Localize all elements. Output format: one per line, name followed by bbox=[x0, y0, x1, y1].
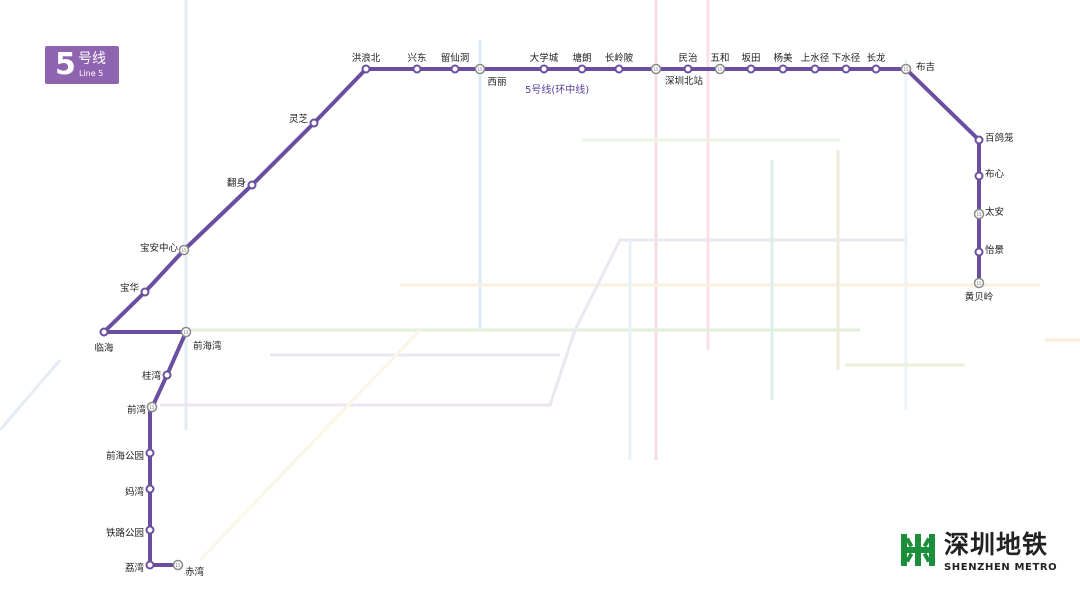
line-name: 号线 bbox=[78, 51, 106, 67]
station-label: 临海 bbox=[94, 342, 114, 354]
station-label: 怡景 bbox=[985, 244, 1004, 256]
station-label: 荔湾 bbox=[125, 562, 145, 574]
station-marker bbox=[974, 135, 984, 145]
station-marker bbox=[172, 559, 184, 571]
station-marker bbox=[145, 560, 155, 570]
station-marker bbox=[180, 326, 192, 338]
station-label: 长岭陂 bbox=[605, 52, 634, 64]
transfer-mark: 15 bbox=[653, 67, 659, 72]
logo-chinese: 深圳地铁 bbox=[944, 530, 1049, 559]
transfer-mark: 15 bbox=[717, 67, 723, 72]
station-label: 上水径 bbox=[801, 52, 830, 64]
station-label: 兴东 bbox=[407, 52, 426, 64]
station-marker bbox=[614, 64, 624, 74]
station-label: 赤湾 bbox=[185, 566, 205, 578]
station-label: 长龙 bbox=[866, 52, 886, 64]
station-marker bbox=[361, 64, 371, 74]
station-label: 留仙洞 bbox=[441, 52, 470, 64]
station-label: 布心 bbox=[985, 168, 1005, 180]
line-5-label: 5号线(环中线) bbox=[525, 83, 589, 96]
station-marker bbox=[683, 64, 693, 74]
station-label: 前湾 bbox=[127, 404, 147, 416]
station-label: 宝安中心 bbox=[140, 242, 179, 254]
station-label: 下水径 bbox=[832, 52, 861, 64]
station-marker bbox=[810, 64, 820, 74]
station-marker bbox=[162, 370, 172, 380]
station-marker bbox=[178, 244, 190, 256]
logo-english: SHENZHEN METRO bbox=[944, 562, 1058, 573]
station-label: 洪浪北 bbox=[352, 52, 381, 64]
transfer-mark: 15 bbox=[175, 563, 181, 568]
transfer-mark: 15 bbox=[903, 67, 909, 72]
station-marker bbox=[145, 484, 155, 494]
line-english-name: Line 5 bbox=[79, 69, 104, 78]
station-label: 深圳北站 bbox=[665, 75, 704, 87]
station-marker bbox=[746, 64, 756, 74]
station-marker bbox=[539, 64, 549, 74]
station-label: 翻身 bbox=[227, 177, 246, 189]
station-label: 黄贝岭 bbox=[965, 291, 994, 303]
shenzhen-metro-logo: 深圳地铁 SHENZHEN METRO bbox=[898, 530, 1068, 580]
station-marker bbox=[973, 277, 985, 289]
station-marker bbox=[974, 247, 984, 257]
station-label: 杨美 bbox=[773, 52, 793, 64]
station-marker bbox=[973, 208, 985, 220]
station-marker bbox=[412, 64, 422, 74]
line-number: 5 bbox=[55, 47, 76, 82]
station-label: 西丽 bbox=[487, 77, 506, 88]
station-marker bbox=[146, 401, 158, 413]
station-label: 宝华 bbox=[120, 282, 140, 294]
transfer-mark: 15 bbox=[183, 330, 189, 335]
station-label: 太安 bbox=[985, 206, 1004, 218]
line-5-route bbox=[102, 67, 981, 567]
station-marker bbox=[841, 64, 851, 74]
station-marker bbox=[900, 63, 912, 75]
station-label: 前海公园 bbox=[106, 450, 144, 462]
station-label: 铁路公园 bbox=[106, 527, 144, 539]
transfer-mark: 15 bbox=[149, 405, 155, 410]
station-marker bbox=[650, 63, 662, 75]
station-marker bbox=[871, 64, 881, 74]
station-label: 布吉 bbox=[916, 61, 935, 73]
station-marker bbox=[577, 64, 587, 74]
station-label: 灵芝 bbox=[289, 113, 309, 125]
station-label: 前海湾 bbox=[193, 340, 222, 352]
station-layer: 洪浪北 兴东 留仙洞 15 西丽 大学城 塘朗 长岭陂 15 深圳北站 民治 15 五和 坂田 杨美上水径下… bbox=[94, 52, 1014, 578]
station-marker bbox=[309, 118, 319, 128]
transfer-mark: 15 bbox=[181, 248, 187, 253]
station-marker bbox=[145, 448, 155, 458]
station-label: 大学城 bbox=[530, 52, 559, 64]
station-marker bbox=[778, 64, 788, 74]
transfer-mark: 15 bbox=[976, 212, 982, 217]
station-label: 民治 bbox=[678, 52, 697, 64]
station-label: 百鸽笼 bbox=[985, 132, 1014, 144]
transfer-mark: 15 bbox=[477, 67, 483, 72]
station-label: 桂湾 bbox=[142, 370, 162, 382]
station-marker bbox=[974, 171, 984, 181]
transfer-mark: 15 bbox=[976, 281, 982, 286]
station-marker bbox=[99, 327, 109, 337]
station-marker bbox=[140, 287, 150, 297]
station-marker bbox=[145, 525, 155, 535]
station-label: 五和 bbox=[710, 53, 729, 64]
station-marker bbox=[474, 63, 486, 75]
station-marker bbox=[714, 63, 726, 75]
station-label: 坂田 bbox=[741, 53, 760, 64]
station-label: 塘朗 bbox=[572, 52, 591, 64]
station-marker bbox=[247, 180, 257, 190]
station-marker bbox=[450, 64, 460, 74]
line-5-badge: 5 号线 Line 5 bbox=[45, 46, 119, 84]
background-network bbox=[0, 0, 1080, 562]
metro-logo-icon bbox=[901, 534, 935, 566]
station-label: 妈湾 bbox=[125, 486, 145, 498]
